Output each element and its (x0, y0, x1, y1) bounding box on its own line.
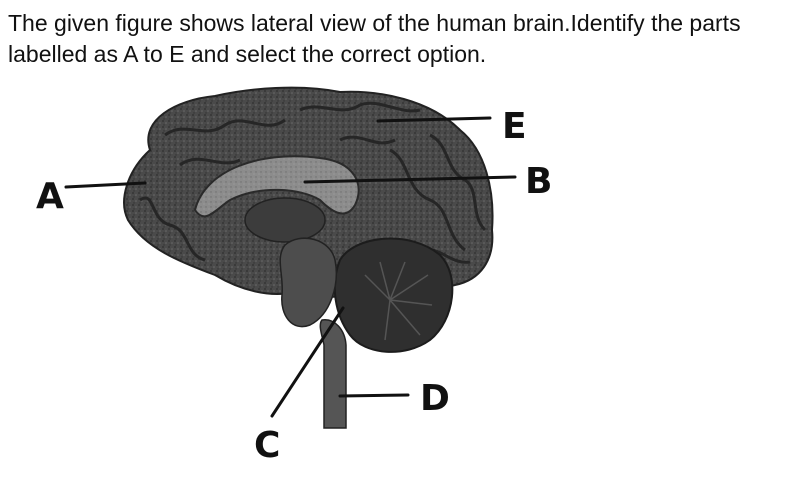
corpus-callosum (193, 155, 360, 218)
label-a: A (36, 176, 64, 217)
cerebellum (333, 237, 454, 353)
pointer-line-a (64, 181, 147, 189)
thalamus (244, 197, 326, 243)
gyri-texture (139, 101, 487, 264)
arbor-vitae (364, 261, 433, 341)
pointer-line-b (303, 175, 517, 184)
label-b: B (525, 161, 552, 202)
pointer-line-c (270, 306, 345, 418)
pointer-line-d (338, 393, 410, 398)
label-e: E (502, 106, 527, 147)
pointer-line-e (376, 116, 492, 123)
label-c: C (254, 425, 280, 466)
question-text: The given figure shows lateral view of t… (8, 10, 741, 67)
label-d: D (420, 378, 450, 419)
pons (279, 237, 337, 328)
